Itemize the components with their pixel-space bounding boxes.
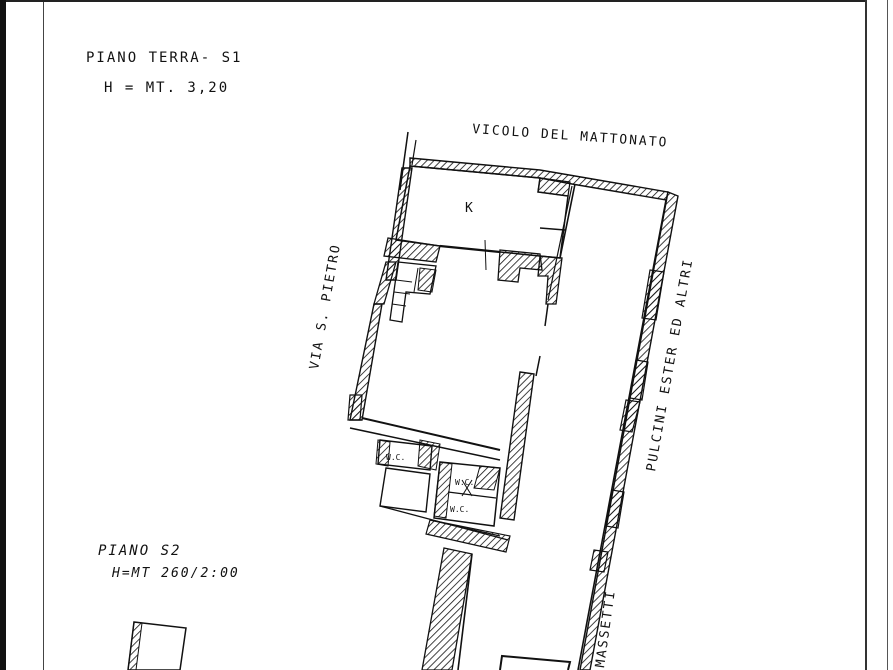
south-passage	[421, 519, 511, 670]
staircase	[389, 261, 437, 323]
wc3-label: W.C.	[450, 505, 469, 514]
kitchen-label: K	[465, 201, 473, 216]
sheet-border-left	[0, 0, 6, 670]
wc1-label: W.C.	[386, 453, 405, 462]
lower-plan-fragment	[127, 621, 572, 670]
sheet-border-right	[865, 0, 867, 670]
corridor-wall	[547, 183, 576, 301]
sheet-margin-line	[43, 0, 44, 670]
floor2-height: H=MT 260/2:00	[111, 566, 240, 581]
sheet-border-right-outer	[887, 0, 888, 670]
floor1-height: H = MT. 3,20	[104, 80, 229, 96]
kitchen-room: K	[395, 165, 569, 259]
sheet-border-top	[6, 0, 866, 2]
wall-east	[577, 191, 679, 670]
main-room-walls	[349, 355, 541, 521]
wc-block: W.C. W.C. W.C.	[375, 439, 501, 527]
wall-north	[409, 157, 669, 201]
interior-piers	[484, 239, 563, 327]
street-west-label: VIA S. PIETRO	[307, 242, 344, 370]
floor1-title: PIANO TERRA- S1	[86, 50, 242, 66]
wc2-label: W.C.	[455, 478, 474, 487]
street-north-label: VICOLO DEL MATTONATO	[472, 122, 669, 151]
floor2-title: PIANO S2	[98, 543, 181, 559]
